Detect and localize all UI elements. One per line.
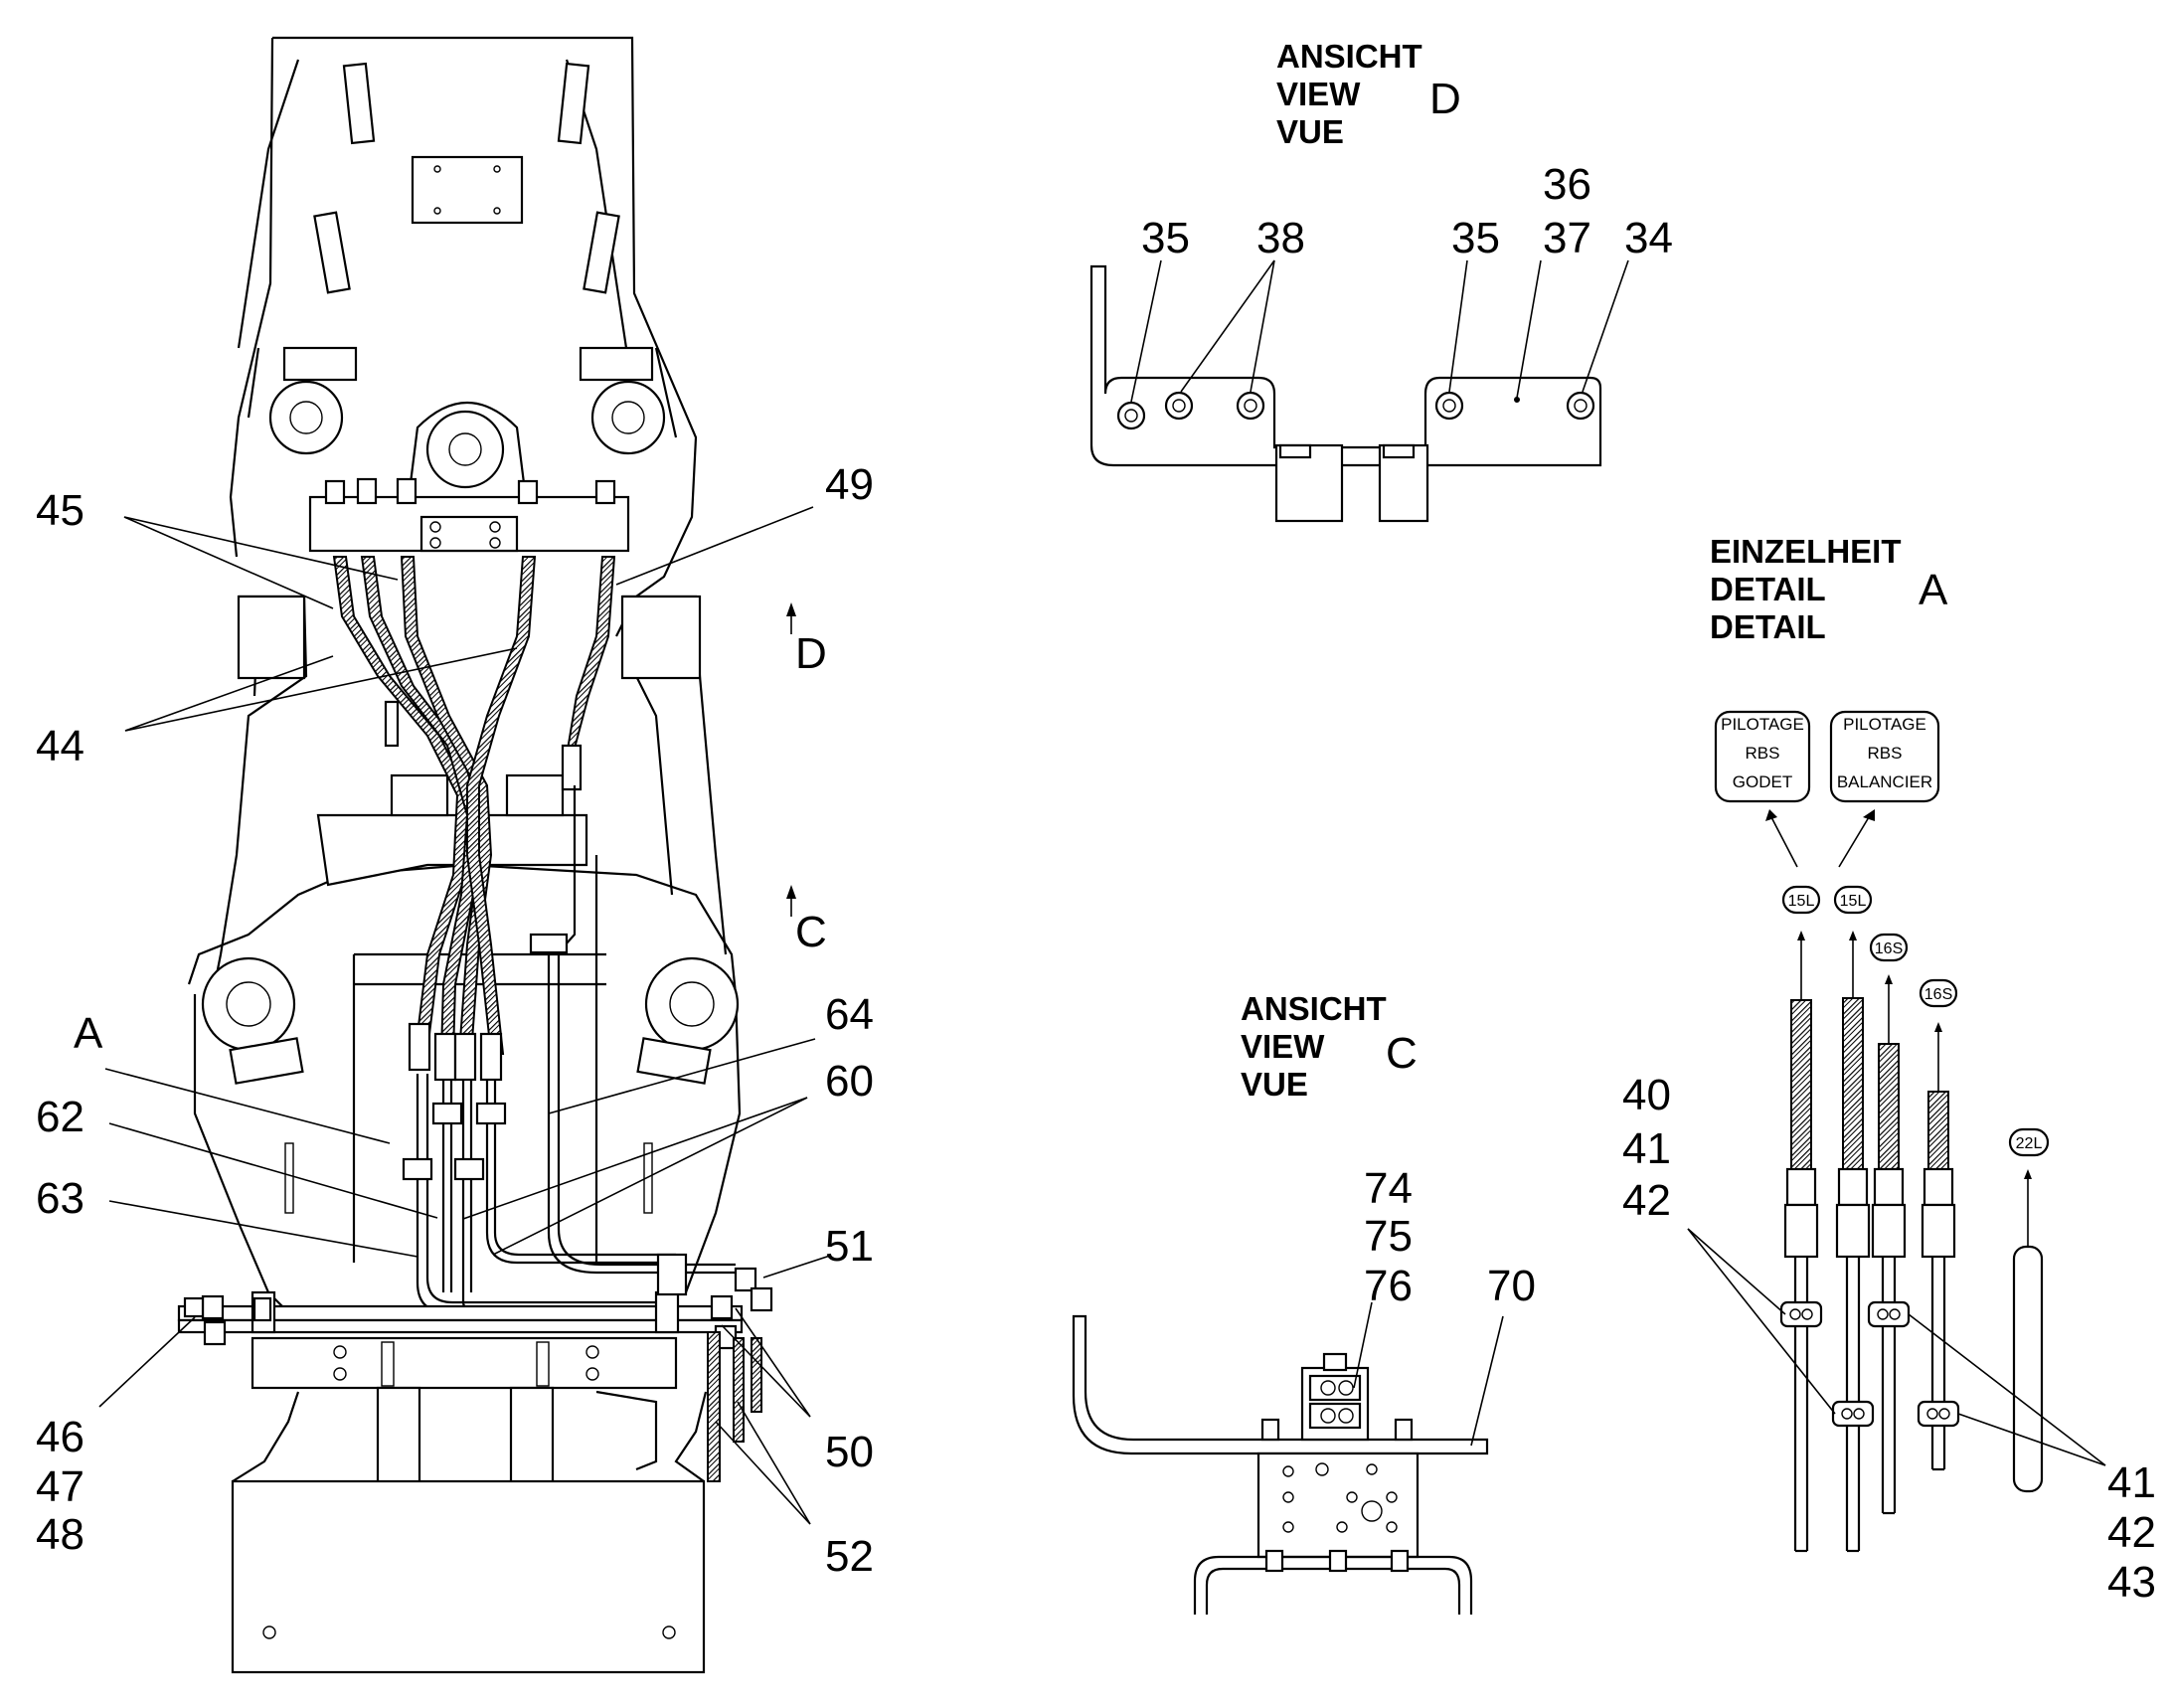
view-d-callout-36: 36: [1543, 160, 1591, 209]
tail-plate: [231, 1386, 708, 1674]
view-c-heading-1: ANSICHT: [1241, 990, 1387, 1027]
view-d-callout-34: 34: [1624, 214, 1673, 262]
view-d-letter: D: [1429, 75, 1461, 123]
tag-22L: 22L: [2016, 1135, 2043, 1152]
callout-46: 46: [36, 1413, 84, 1461]
tube-clamps: [402, 1102, 507, 1181]
view-d-callout-35a: 35: [1141, 214, 1190, 262]
view-c-heading-3: VUE: [1241, 1066, 1308, 1103]
lower-crossbar: [177, 1253, 773, 1482]
callout-47: 47: [36, 1462, 84, 1511]
callout-A: A: [74, 1009, 103, 1058]
detail-a-callout-43: 43: [2107, 1558, 2156, 1607]
detail-a-callout-42-right: 42: [2107, 1508, 2156, 1557]
view-d-heading-1: ANSICHT: [1276, 38, 1422, 75]
callout-48: 48: [36, 1510, 84, 1559]
callout-44: 44: [36, 722, 84, 770]
callout-62: 62: [36, 1093, 84, 1141]
box1-line2: RBS: [1746, 744, 1780, 763]
detail-a-callout-41-left: 41: [1622, 1124, 1671, 1173]
callout-45: 45: [36, 486, 84, 535]
tag-15L-b: 15L: [1840, 893, 1867, 910]
box2-line2: RBS: [1868, 744, 1903, 763]
box2-line1: PILOTAGE: [1843, 715, 1926, 734]
tag-16S-a: 16S: [1875, 940, 1903, 957]
arrow-d-label: D: [795, 629, 827, 678]
view-d-callout-37: 37: [1543, 214, 1591, 262]
detail-a: EINZELHEIT DETAIL DETAIL A PILOTAGE RBS …: [1622, 533, 2156, 1607]
destination-box-godet: PILOTAGE RBS GODET: [1714, 710, 1811, 803]
wear-plates: [313, 62, 620, 294]
callout-49: 49: [825, 460, 874, 509]
hose-tags: 15L 15L 16S 16S 22L: [1781, 885, 2050, 1157]
detail-a-callout-41-right: 41: [2107, 1458, 2156, 1507]
view-arrow-c: [786, 885, 796, 917]
callout-51: 51: [825, 1222, 874, 1271]
detail-hoses: [1779, 931, 2044, 1553]
tag-15L-a: 15L: [1788, 893, 1815, 910]
box2-line3: BALANCIER: [1837, 772, 1932, 791]
main-assembly-view: 45 49 44 D C A 64 62 60 63 51 46 47 48 5…: [36, 36, 874, 1674]
hydraulic-hoses: [332, 556, 616, 1055]
top-manifold: [308, 477, 630, 553]
box1-line1: PILOTAGE: [1721, 715, 1804, 734]
hose-fittings: [408, 744, 583, 1082]
callout-52: 52: [825, 1532, 874, 1581]
detail-a-heading-2: DETAIL: [1710, 571, 1826, 607]
detail-a-letter: A: [1919, 566, 1948, 614]
side-cylinders: [211, 595, 728, 995]
view-d: ANSICHT VIEW VUE D 35 38 35 36 37 34: [1089, 38, 1673, 523]
box1-line3: GODET: [1733, 772, 1792, 791]
view-c-callout-74: 74: [1364, 1164, 1413, 1213]
detail-a-heading-1: EINZELHEIT: [1710, 533, 1902, 570]
view-c-callout-75: 75: [1364, 1212, 1413, 1261]
view-c-letter: C: [1386, 1029, 1418, 1078]
callout-60: 60: [825, 1057, 874, 1106]
view-c: ANSICHT VIEW VUE C 74 75 76 70: [1072, 990, 1536, 1615]
view-d-heading-2: VIEW: [1276, 76, 1361, 112]
tag-16S-b: 16S: [1924, 986, 1952, 1003]
main-leaders: [98, 506, 831, 1525]
arrow-c-label: C: [795, 908, 827, 956]
boom-upper: [229, 36, 698, 637]
callout-50: 50: [825, 1428, 874, 1476]
callout-64: 64: [825, 990, 874, 1039]
view-d-heading-3: VUE: [1276, 113, 1344, 150]
view-arrow-d: [786, 602, 796, 634]
view-c-heading-2: VIEW: [1241, 1028, 1325, 1065]
detail-a-callout-42-left: 42: [1622, 1176, 1671, 1225]
boom-lower: [187, 855, 742, 1313]
view-d-callout-38: 38: [1256, 214, 1305, 262]
detail-a-heading-3: DETAIL: [1710, 608, 1826, 645]
view-c-callout-70: 70: [1487, 1262, 1536, 1310]
callout-63: 63: [36, 1174, 84, 1223]
view-c-callout-76: 76: [1364, 1262, 1413, 1310]
detail-a-callout-40: 40: [1622, 1071, 1671, 1119]
destination-box-balancier: PILOTAGE RBS BALANCIER: [1829, 710, 1940, 803]
view-d-callout-35b: 35: [1451, 214, 1500, 262]
